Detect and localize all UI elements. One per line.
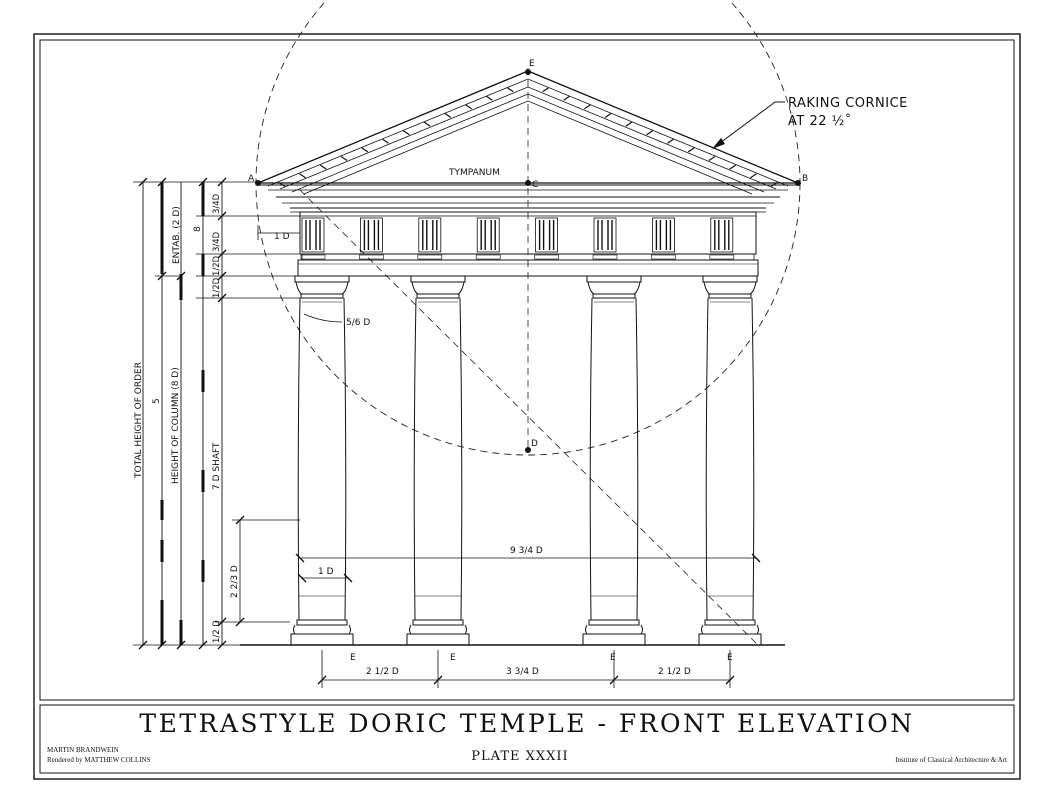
entab-label: ENTAB. (2 D) <box>172 206 182 264</box>
half-d-base-label: 1/2 D <box>212 620 222 643</box>
mutule <box>646 130 653 136</box>
horizontal-dimensions <box>257 225 761 688</box>
mutule <box>278 181 286 187</box>
point-a-label: A <box>248 174 255 184</box>
extension-lines <box>133 181 300 646</box>
mutule <box>382 138 389 144</box>
mutule <box>486 95 493 101</box>
half-d-capital-label: 1/2D <box>212 277 222 298</box>
triglyph <box>359 217 384 260</box>
construction-points <box>255 69 801 453</box>
raking-cornice-label: RAKING CORNICE <box>788 96 908 111</box>
axis-label-4: E <box>727 653 733 663</box>
shaft-label: 7 D SHAFT <box>212 442 222 490</box>
axis-label-2: E <box>450 653 456 663</box>
total-height-label: TOTAL HEIGHT OF ORDER <box>134 362 144 479</box>
columns <box>290 275 762 646</box>
half-d-architrave-label: 1/2D <box>212 255 222 276</box>
column-3 <box>582 275 646 646</box>
drawing-frame <box>39 39 1015 701</box>
axis-label-1: E <box>350 653 356 663</box>
dimension-ticks <box>138 177 245 650</box>
mutule <box>708 156 716 162</box>
raking-cornice-leader <box>715 101 776 147</box>
spacing-3-label: 2 1/2 D <box>658 667 691 677</box>
column-1 <box>290 275 354 646</box>
column-2 <box>406 275 470 646</box>
nine-three-quarter-label: 9 3/4 D <box>510 546 543 556</box>
outer-border <box>33 33 1021 780</box>
mutule <box>506 87 514 93</box>
five-sixths-label: 5/6 D <box>346 318 370 328</box>
mutule <box>465 104 473 110</box>
plate-number: PLATE XXXII <box>471 749 568 764</box>
mutule <box>687 147 695 153</box>
two-thirds-label: 2 2/3 D <box>230 565 240 598</box>
mutule <box>625 121 633 127</box>
triglyph <box>651 217 676 260</box>
triglyph <box>709 217 735 260</box>
title-frame <box>39 704 1015 774</box>
triglyphs <box>300 217 735 260</box>
arrow-head-icon <box>712 138 725 149</box>
triglyph <box>475 217 501 260</box>
five-sixths-leader <box>303 313 343 323</box>
height-column-label: HEIGHT OF COLUMN (8 D) <box>171 367 181 484</box>
point-d-label: D <box>531 439 538 449</box>
eight-label: 8 <box>193 226 203 232</box>
mutule <box>729 164 737 170</box>
mutule <box>340 156 348 162</box>
mutule <box>444 112 452 118</box>
mutule <box>361 147 369 153</box>
triglyph <box>534 217 559 260</box>
institute-credit: Institute of Classical Architecture & Ar… <box>895 756 1007 764</box>
plate-title: TETRASTYLE DORIC TEMPLE - FRONT ELEVATIO… <box>139 709 914 738</box>
pediment <box>257 70 799 213</box>
mutule <box>319 164 327 170</box>
triglyph <box>417 217 443 260</box>
left-dimension-bars <box>142 182 223 645</box>
mutule <box>667 138 674 144</box>
axis-label-3: E <box>610 653 616 663</box>
raking-angle-label: AT 22 ½˚ <box>788 113 852 129</box>
author-credit: MARTIN BRANDWEIN <box>47 746 119 754</box>
mutule <box>604 112 612 118</box>
tympanum-label: TYMPANUM <box>448 168 500 178</box>
mutule <box>750 173 757 179</box>
three-quarter-mid-label: 3/4D <box>212 231 222 252</box>
one-d-top-label: 1 D <box>274 232 290 242</box>
spacing-2-label: 3 3/4 D <box>506 667 539 677</box>
mutule <box>299 173 306 179</box>
point-b-label: B <box>802 174 808 184</box>
total-height-value: 5 <box>152 398 162 404</box>
mutule <box>423 121 431 127</box>
raking-mutules <box>278 87 778 187</box>
one-d-bottom-label: 1 D <box>318 567 334 577</box>
mutule <box>583 104 591 110</box>
point-c-label: C <box>532 180 538 190</box>
triglyph <box>592 217 618 260</box>
mutule <box>542 87 550 93</box>
mutule <box>403 130 410 136</box>
mutule <box>563 95 570 101</box>
point-e-top-label: E <box>529 59 535 69</box>
renderer-credit: Rendered by MATTHEW COLLINS <box>47 756 151 764</box>
diagonal-construction-line <box>299 189 759 646</box>
column-4 <box>698 275 762 646</box>
triglyph <box>300 217 326 260</box>
three-quarter-top-label: 3/4D <box>212 193 222 214</box>
mutule <box>770 181 778 187</box>
spacing-1-label: 2 1/2 D <box>366 667 399 677</box>
